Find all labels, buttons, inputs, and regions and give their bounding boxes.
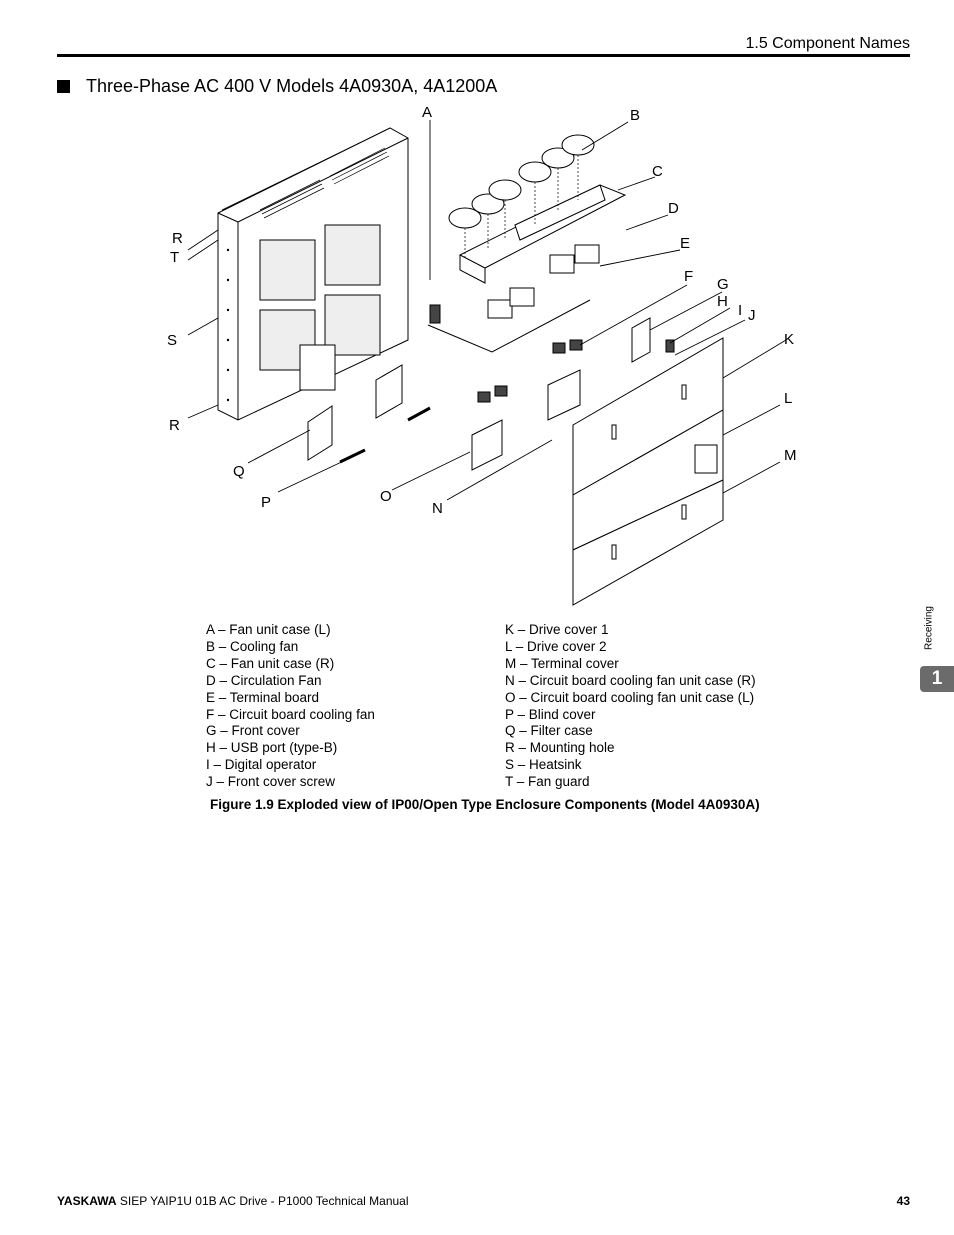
chapter-side-label: Receiving bbox=[919, 600, 939, 655]
legend-item: N – Circuit board cooling fan unit case … bbox=[505, 672, 756, 688]
legend-item: K – Drive cover 1 bbox=[505, 622, 609, 637]
callout-label: N bbox=[432, 500, 443, 517]
callout-label: T bbox=[170, 249, 180, 266]
chapter-side-label-text: Receiving bbox=[923, 605, 935, 650]
legend-item: L – Drive cover 2 bbox=[505, 638, 607, 654]
callout-label: H bbox=[717, 293, 728, 310]
callout-label: C bbox=[652, 163, 663, 180]
legend-item: M – Terminal cover bbox=[505, 655, 619, 671]
square-bullet-icon bbox=[57, 80, 70, 93]
footer-text: SIEP YAIP1U 01B AC Drive - P1000 Technic… bbox=[116, 1194, 409, 1208]
figure-caption: Figure 1.9 Exploded view of IP00/Open Ty… bbox=[210, 797, 760, 812]
legend-item: F – Circuit board cooling fan bbox=[206, 706, 375, 722]
legend-item: G – Front cover bbox=[206, 723, 300, 739]
legend-item: D – Circulation Fan bbox=[206, 672, 322, 688]
callout-label: I bbox=[738, 302, 743, 319]
page-number: 43 bbox=[896, 1194, 910, 1208]
exploded-view-figure: A B C D E F G H I J K L M N O P Q R S T … bbox=[150, 100, 820, 620]
legend-item: P – Blind cover bbox=[505, 706, 596, 722]
callout-label: G bbox=[717, 276, 729, 293]
legend-item: O – Circuit board cooling fan unit case … bbox=[505, 689, 755, 705]
callout-label: O bbox=[380, 488, 392, 505]
callout-label: K bbox=[784, 331, 795, 348]
callout-label: R bbox=[172, 230, 183, 247]
section-heading-text: Three-Phase AC 400 V Models 4A0930A, 4A1… bbox=[86, 76, 498, 96]
callout-label: S bbox=[167, 332, 178, 349]
callout-label: E bbox=[680, 235, 691, 252]
legend-item: A – Fan unit case (L) bbox=[206, 622, 331, 637]
callout-label: Q bbox=[233, 463, 245, 480]
legend-item: I – Digital operator bbox=[206, 757, 317, 773]
callout-label: F bbox=[684, 268, 694, 285]
exploded-view-drawing bbox=[187, 120, 787, 606]
legend-item: S – Heatsink bbox=[505, 757, 582, 773]
callout-label: A bbox=[422, 104, 433, 121]
footer-brand: YASKAWA bbox=[57, 1194, 117, 1208]
callout-label: D bbox=[668, 200, 679, 217]
legend-item: J – Front cover screw bbox=[206, 774, 336, 790]
legend-left-column: A – Fan unit case (L) B – Cooling fan C … bbox=[206, 622, 375, 791]
header-divider bbox=[57, 54, 910, 57]
chapter-tab: 1 bbox=[920, 666, 954, 692]
legend-item: T – Fan guard bbox=[505, 774, 590, 790]
callout-label: P bbox=[261, 494, 272, 511]
legend-item: C – Fan unit case (R) bbox=[206, 655, 335, 671]
callout-label: R bbox=[169, 417, 180, 434]
footer: YASKAWA SIEP YAIP1U 01B AC Drive - P1000… bbox=[57, 1194, 409, 1208]
section-heading: Three-Phase AC 400 V Models 4A0930A, 4A1… bbox=[57, 76, 497, 97]
legend-item: Q – Filter case bbox=[505, 723, 593, 739]
legend-item: E – Terminal board bbox=[206, 689, 320, 705]
legend-right-column: K – Drive cover 1 L – Drive cover 2 M – … bbox=[505, 622, 756, 791]
legend-item: B – Cooling fan bbox=[206, 638, 299, 654]
legend-item: H – USB port (type-B) bbox=[206, 740, 338, 756]
callout-label: M bbox=[784, 447, 797, 464]
running-header: 1.5 Component Names bbox=[745, 35, 910, 52]
callout-label: L bbox=[784, 390, 793, 407]
callout-label: J bbox=[748, 307, 756, 324]
callout-label: B bbox=[630, 107, 641, 124]
legend-item: R – Mounting hole bbox=[505, 740, 615, 756]
